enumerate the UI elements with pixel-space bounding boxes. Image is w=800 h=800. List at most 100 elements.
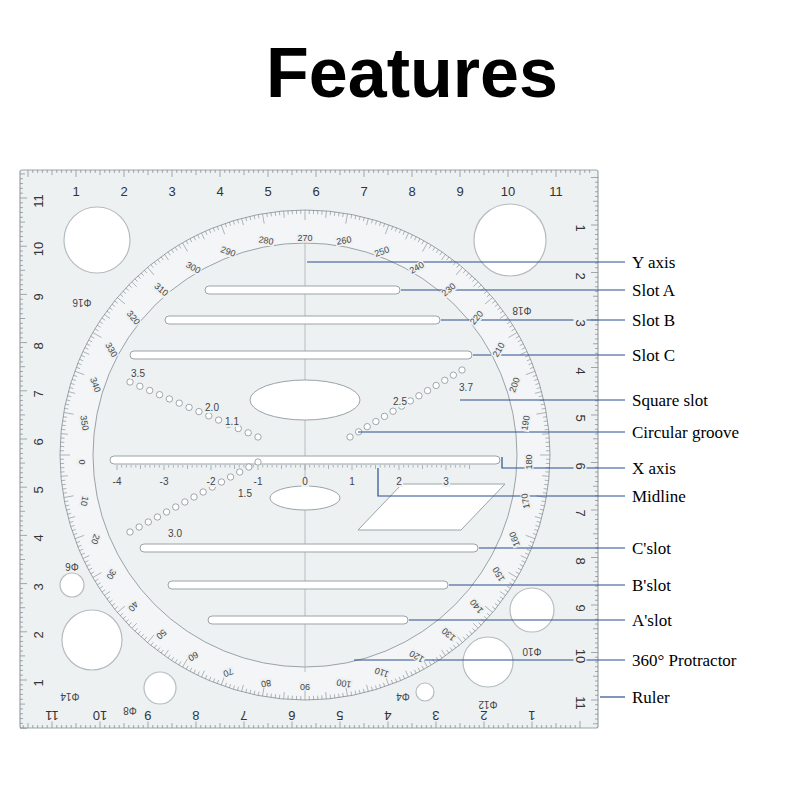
leader-line (449, 584, 625, 585)
callout-label: Circular groove (632, 424, 739, 441)
circle-hole (62, 610, 122, 670)
protractor-outer-ring (60, 210, 550, 700)
degree-number: 190 (520, 414, 532, 432)
callout-label: Square slot (632, 392, 708, 409)
ruler-number: 1 (71, 185, 80, 198)
scale-number: 2.5 (392, 397, 408, 407)
degree-number: 80 (259, 677, 272, 688)
degree-number: 20 (88, 531, 101, 545)
groove-dot (154, 514, 160, 520)
callout-label: C'slot (632, 540, 671, 557)
ruler-number: 6 (32, 437, 45, 446)
ruler-number: 11 (548, 185, 564, 198)
ruler-number: 7 (32, 389, 45, 398)
groove-dot (245, 430, 251, 436)
groove-dot (137, 383, 143, 389)
groove-dot (215, 417, 221, 423)
callout-label: X axis (632, 460, 676, 477)
callout-label: Midline (632, 488, 686, 505)
axis-number: 0 (301, 477, 309, 487)
circle-hole (510, 588, 554, 632)
scale-number: 1.5 (237, 489, 253, 499)
ruler-number: 2 (119, 185, 128, 198)
ruler-number: 2 (479, 709, 488, 722)
degree-number: 90 (299, 682, 311, 691)
ruler-number: 6 (574, 461, 587, 470)
slot (205, 286, 400, 294)
groove-dot (146, 387, 152, 393)
slot (208, 616, 408, 624)
ruler-number: 5 (32, 486, 45, 495)
degree-number: 140 (468, 597, 486, 616)
degree-number: 200 (508, 376, 522, 395)
groove-dot (200, 489, 206, 495)
degree-number: 240 (407, 260, 426, 276)
ruler-number: 10 (574, 647, 587, 663)
degree-number: 330 (103, 340, 119, 359)
circle-hole (474, 204, 546, 276)
degree-number: 160 (508, 529, 522, 548)
degree-number: 290 (219, 244, 238, 258)
groove-dot (459, 367, 465, 373)
groove-dot (373, 418, 379, 424)
groove-dot (433, 382, 439, 388)
degree-number: 130 (440, 625, 459, 643)
degree-number: 170 (520, 492, 532, 510)
scale-number: 1.1 (224, 417, 240, 427)
circle-hole (416, 683, 434, 701)
dot-grooves (127, 367, 465, 535)
ruler-number: 2 (32, 630, 45, 639)
callout-label: Slot A (632, 282, 675, 299)
scale-number: 3.7 (458, 383, 474, 393)
ruler-number: 8 (574, 556, 587, 565)
groove-dot (196, 408, 202, 414)
degree-number: 270 (296, 234, 313, 243)
leader-line (409, 619, 625, 620)
degree-number: 60 (186, 649, 201, 663)
hole-diameter: Φ12 (477, 699, 498, 709)
scale-number: 3.0 (167, 529, 183, 539)
callout-label: 360° Protractor (632, 652, 737, 669)
groove-dot (176, 400, 182, 406)
degree-number: 100 (335, 677, 353, 689)
groove-dot (364, 423, 370, 429)
degree-number: 120 (407, 648, 426, 664)
ruler-number: 8 (32, 341, 45, 350)
leader-line (401, 289, 625, 290)
ruler-number: 9 (143, 709, 152, 722)
oval-slot (270, 486, 340, 510)
parallelogram-slot (358, 484, 505, 530)
ruler-number: 9 (32, 293, 45, 302)
groove-dot (442, 377, 448, 383)
callout-label: Slot C (632, 347, 675, 364)
ruler-number: 5 (335, 709, 344, 722)
slot (130, 351, 472, 359)
ruler-number: 3 (32, 582, 45, 591)
degree-number: 110 (372, 665, 390, 679)
degree-number: 340 (87, 376, 101, 395)
degree-number: 250 (372, 244, 391, 258)
x-axis-ticks (117, 465, 470, 470)
slot (168, 581, 448, 589)
ruler-number: 1 (32, 678, 45, 687)
leader-line (479, 547, 625, 548)
ruler-number: 9 (574, 603, 587, 612)
degree-number: 280 (257, 235, 275, 247)
degree-number: 300 (183, 260, 202, 276)
leader-line (600, 696, 625, 697)
ruler-number: 1 (574, 223, 587, 232)
protractor-ticks (60, 210, 550, 700)
groove-dot (136, 524, 142, 530)
ruler-number: 4 (574, 366, 587, 375)
callout-label: Slot B (632, 312, 675, 329)
page-title: Features (266, 38, 558, 108)
callout-label: B'slot (632, 577, 671, 594)
scale-number: 3.5 (130, 369, 146, 379)
groove-dot (186, 404, 192, 410)
groove-dot (191, 494, 197, 500)
ruler-number: 7 (574, 508, 587, 517)
oval-slot (250, 380, 360, 420)
ruler-number: 1 (527, 709, 536, 722)
degree-number: 220 (468, 309, 486, 328)
circle-hole (144, 672, 176, 704)
